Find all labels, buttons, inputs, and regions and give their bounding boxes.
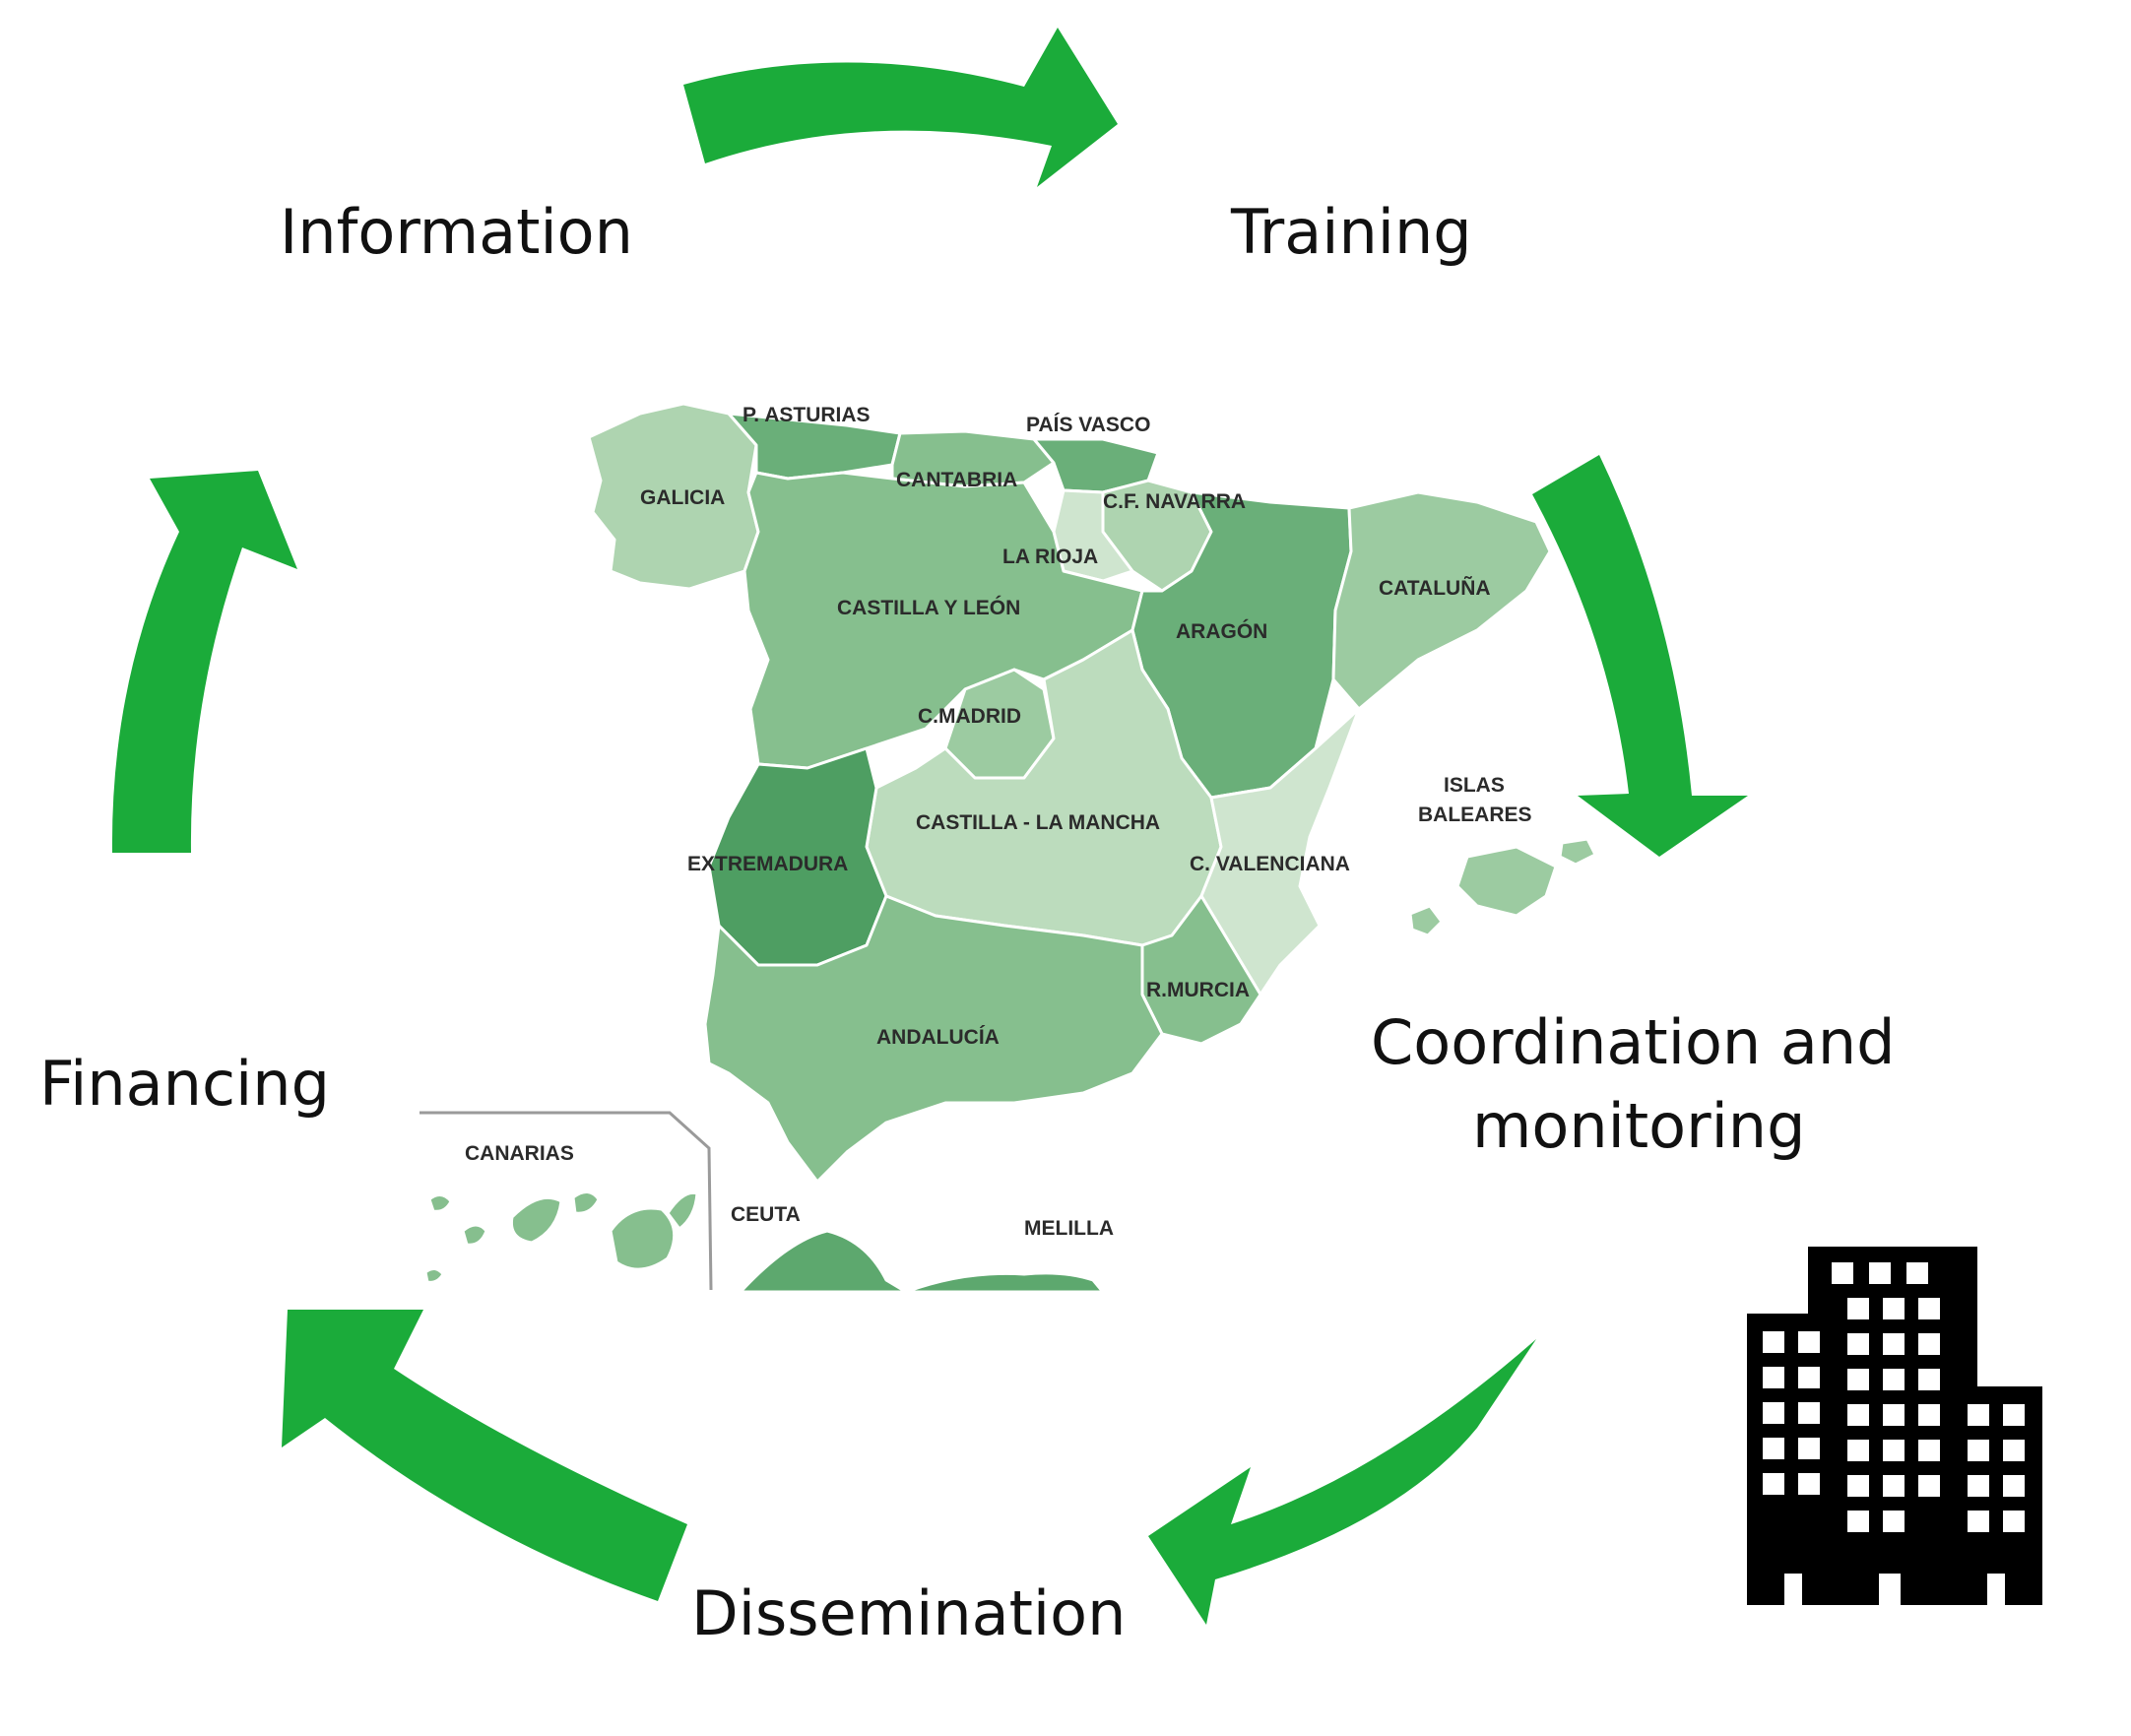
- stage-label-training: Training: [1230, 196, 1472, 268]
- region-melilla: [904, 1271, 1105, 1294]
- region-label-valenciana: C. VALENCIANA: [1190, 853, 1350, 875]
- arrow-coordination-to-dissemination: [1148, 1339, 1536, 1625]
- region-label-melilla: MELILLA: [1024, 1217, 1114, 1240]
- region-label-andalucia: ANDALUCÍA: [876, 1026, 1000, 1049]
- region-castilla-leon: [743, 471, 1144, 770]
- region-canarias-1: [609, 1206, 677, 1271]
- stage-label-coordination-line1: Coordination and: [1371, 1006, 1896, 1078]
- region-label-cataluna: CATALUÑA: [1379, 577, 1491, 600]
- spain-map: GALICIA P. ASTURIAS CANTABRIA PAÍS VASCO…: [420, 402, 1597, 1294]
- region-canarias-7: [423, 1267, 445, 1284]
- region-canarias-5: [461, 1223, 488, 1247]
- region-valenciana: [1199, 707, 1361, 997]
- region-canarias-6: [427, 1193, 453, 1213]
- region-label-la-rioja: LA RIOJA: [1002, 546, 1098, 568]
- stage-label-financing: Financing: [39, 1048, 330, 1120]
- arrow-training-to-coordination: [1532, 455, 1748, 857]
- arrow-financing-to-information: [111, 471, 297, 853]
- stage-label-information: Information: [280, 196, 633, 268]
- arrow-dissemination-to-financing: [282, 1310, 687, 1601]
- region-canarias-3: [571, 1190, 601, 1215]
- region-label-castilla-mancha: CASTILLA - LA MANCHA: [916, 811, 1160, 834]
- region-asturias: [727, 412, 902, 481]
- region-label-cantabria: CANTABRIA: [896, 469, 1017, 491]
- region-label-extremadura: EXTREMADURA: [687, 853, 848, 875]
- region-label-baleares-line2: BALEARES: [1418, 804, 1532, 826]
- canarias-inset-frame: [420, 1111, 713, 1291]
- region-baleares-ibiza: [1408, 904, 1444, 937]
- buildings-icon: [1747, 1247, 2042, 1607]
- region-cataluna: [1331, 490, 1552, 711]
- region-label-baleares-line1: ISLAS: [1444, 774, 1505, 797]
- region-label-pais-vasco: PAÍS VASCO: [1026, 414, 1150, 436]
- region-baleares-mallorca: [1455, 845, 1558, 918]
- region-label-madrid: C.MADRID: [918, 705, 1021, 728]
- region-ceuta: [739, 1229, 908, 1294]
- region-baleares-menorca: [1558, 837, 1597, 867]
- region-label-murcia: R.MURCIA: [1146, 979, 1250, 1001]
- arrow-information-to-training: [683, 28, 1118, 187]
- region-andalucia: [703, 894, 1164, 1184]
- region-label-asturias: P. ASTURIAS: [743, 404, 871, 426]
- region-label-navarra: C.F. NAVARRA: [1103, 490, 1246, 513]
- region-label-galicia: GALICIA: [640, 486, 725, 509]
- stage-label-coordination-line2: monitoring: [1472, 1090, 1805, 1162]
- region-canarias-4: [666, 1190, 699, 1231]
- region-canarias-2: [509, 1196, 563, 1245]
- region-label-ceuta: CEUTA: [731, 1203, 801, 1226]
- stage-label-dissemination: Dissemination: [691, 1577, 1126, 1649]
- region-label-canarias: CANARIAS: [465, 1142, 574, 1165]
- region-label-castilla-leon: CASTILLA Y LEÓN: [837, 596, 1020, 619]
- region-label-aragon: ARAGÓN: [1176, 619, 1267, 643]
